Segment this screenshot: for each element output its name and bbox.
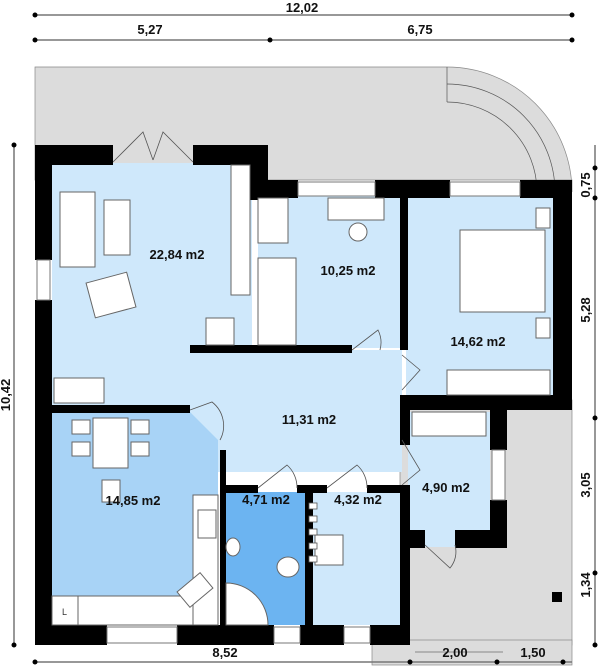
area-hall: 11,31 m2 <box>282 412 336 427</box>
desk-chair <box>348 222 368 242</box>
dim-top-left: 5,27 <box>137 22 162 37</box>
top-dimensions: 12,02 5,27 6,75 <box>32 0 575 43</box>
fireplace <box>205 317 235 346</box>
interior-doors <box>189 329 457 569</box>
boiler <box>314 534 344 566</box>
toilet <box>276 556 300 578</box>
dim-bottom-2: 2,00 <box>442 645 467 660</box>
dim-right-3: 3,05 <box>578 472 593 497</box>
left-dimension: 10,42 <box>0 142 17 648</box>
fridge <box>51 595 79 626</box>
area-vestibule: 4,90 m2 <box>422 480 470 495</box>
wardrobe-bedroom <box>446 369 551 396</box>
dim-right-4: 1,34 <box>578 572 593 598</box>
area-bathroom: 4,71 m2 <box>242 492 290 507</box>
hob <box>197 509 217 539</box>
sofa <box>59 191 96 268</box>
vestibule-wardrobe <box>411 411 487 437</box>
dim-total-height: 10,42 <box>0 379 13 412</box>
area-bedroom-large: 14,62 m2 <box>451 334 506 349</box>
hall-wardrobe <box>53 377 105 404</box>
furniture: L <box>51 164 551 626</box>
dining-table <box>92 417 129 469</box>
washbasin <box>225 537 241 557</box>
dim-top-right: 6,75 <box>407 22 432 37</box>
dim-total-width: 12,02 <box>286 0 319 15</box>
dim-bottom-3: 1,50 <box>520 645 545 660</box>
bed-single <box>257 257 297 346</box>
dim-right-2: 5,28 <box>578 297 593 322</box>
area-boiler: 4,32 m2 <box>334 492 382 507</box>
sink <box>176 571 214 609</box>
double-bed <box>459 229 546 313</box>
area-kitchen: 14,85 m2 <box>106 493 161 508</box>
fridge-label: L <box>62 607 67 617</box>
cabinet <box>230 164 251 296</box>
coffee-table <box>103 199 131 256</box>
shower <box>225 582 269 626</box>
dim-bottom-1: 8,52 <box>212 645 237 660</box>
desk <box>327 197 385 221</box>
walls <box>35 145 572 645</box>
bottom-dimensions: 8,52 2,00 1,50 <box>32 645 572 665</box>
wardrobe <box>257 197 289 244</box>
armchair <box>85 271 137 319</box>
right-dimensions: 0,75 5,28 3,05 1,34 <box>578 145 598 648</box>
windows <box>36 181 521 644</box>
dim-right-1: 0,75 <box>578 172 593 197</box>
terrace-door[interactable] <box>112 131 194 163</box>
stair-vent <box>308 502 318 563</box>
area-living: 22,84 m2 <box>150 247 205 262</box>
area-bedroom-small: 10,25 m2 <box>321 263 376 278</box>
